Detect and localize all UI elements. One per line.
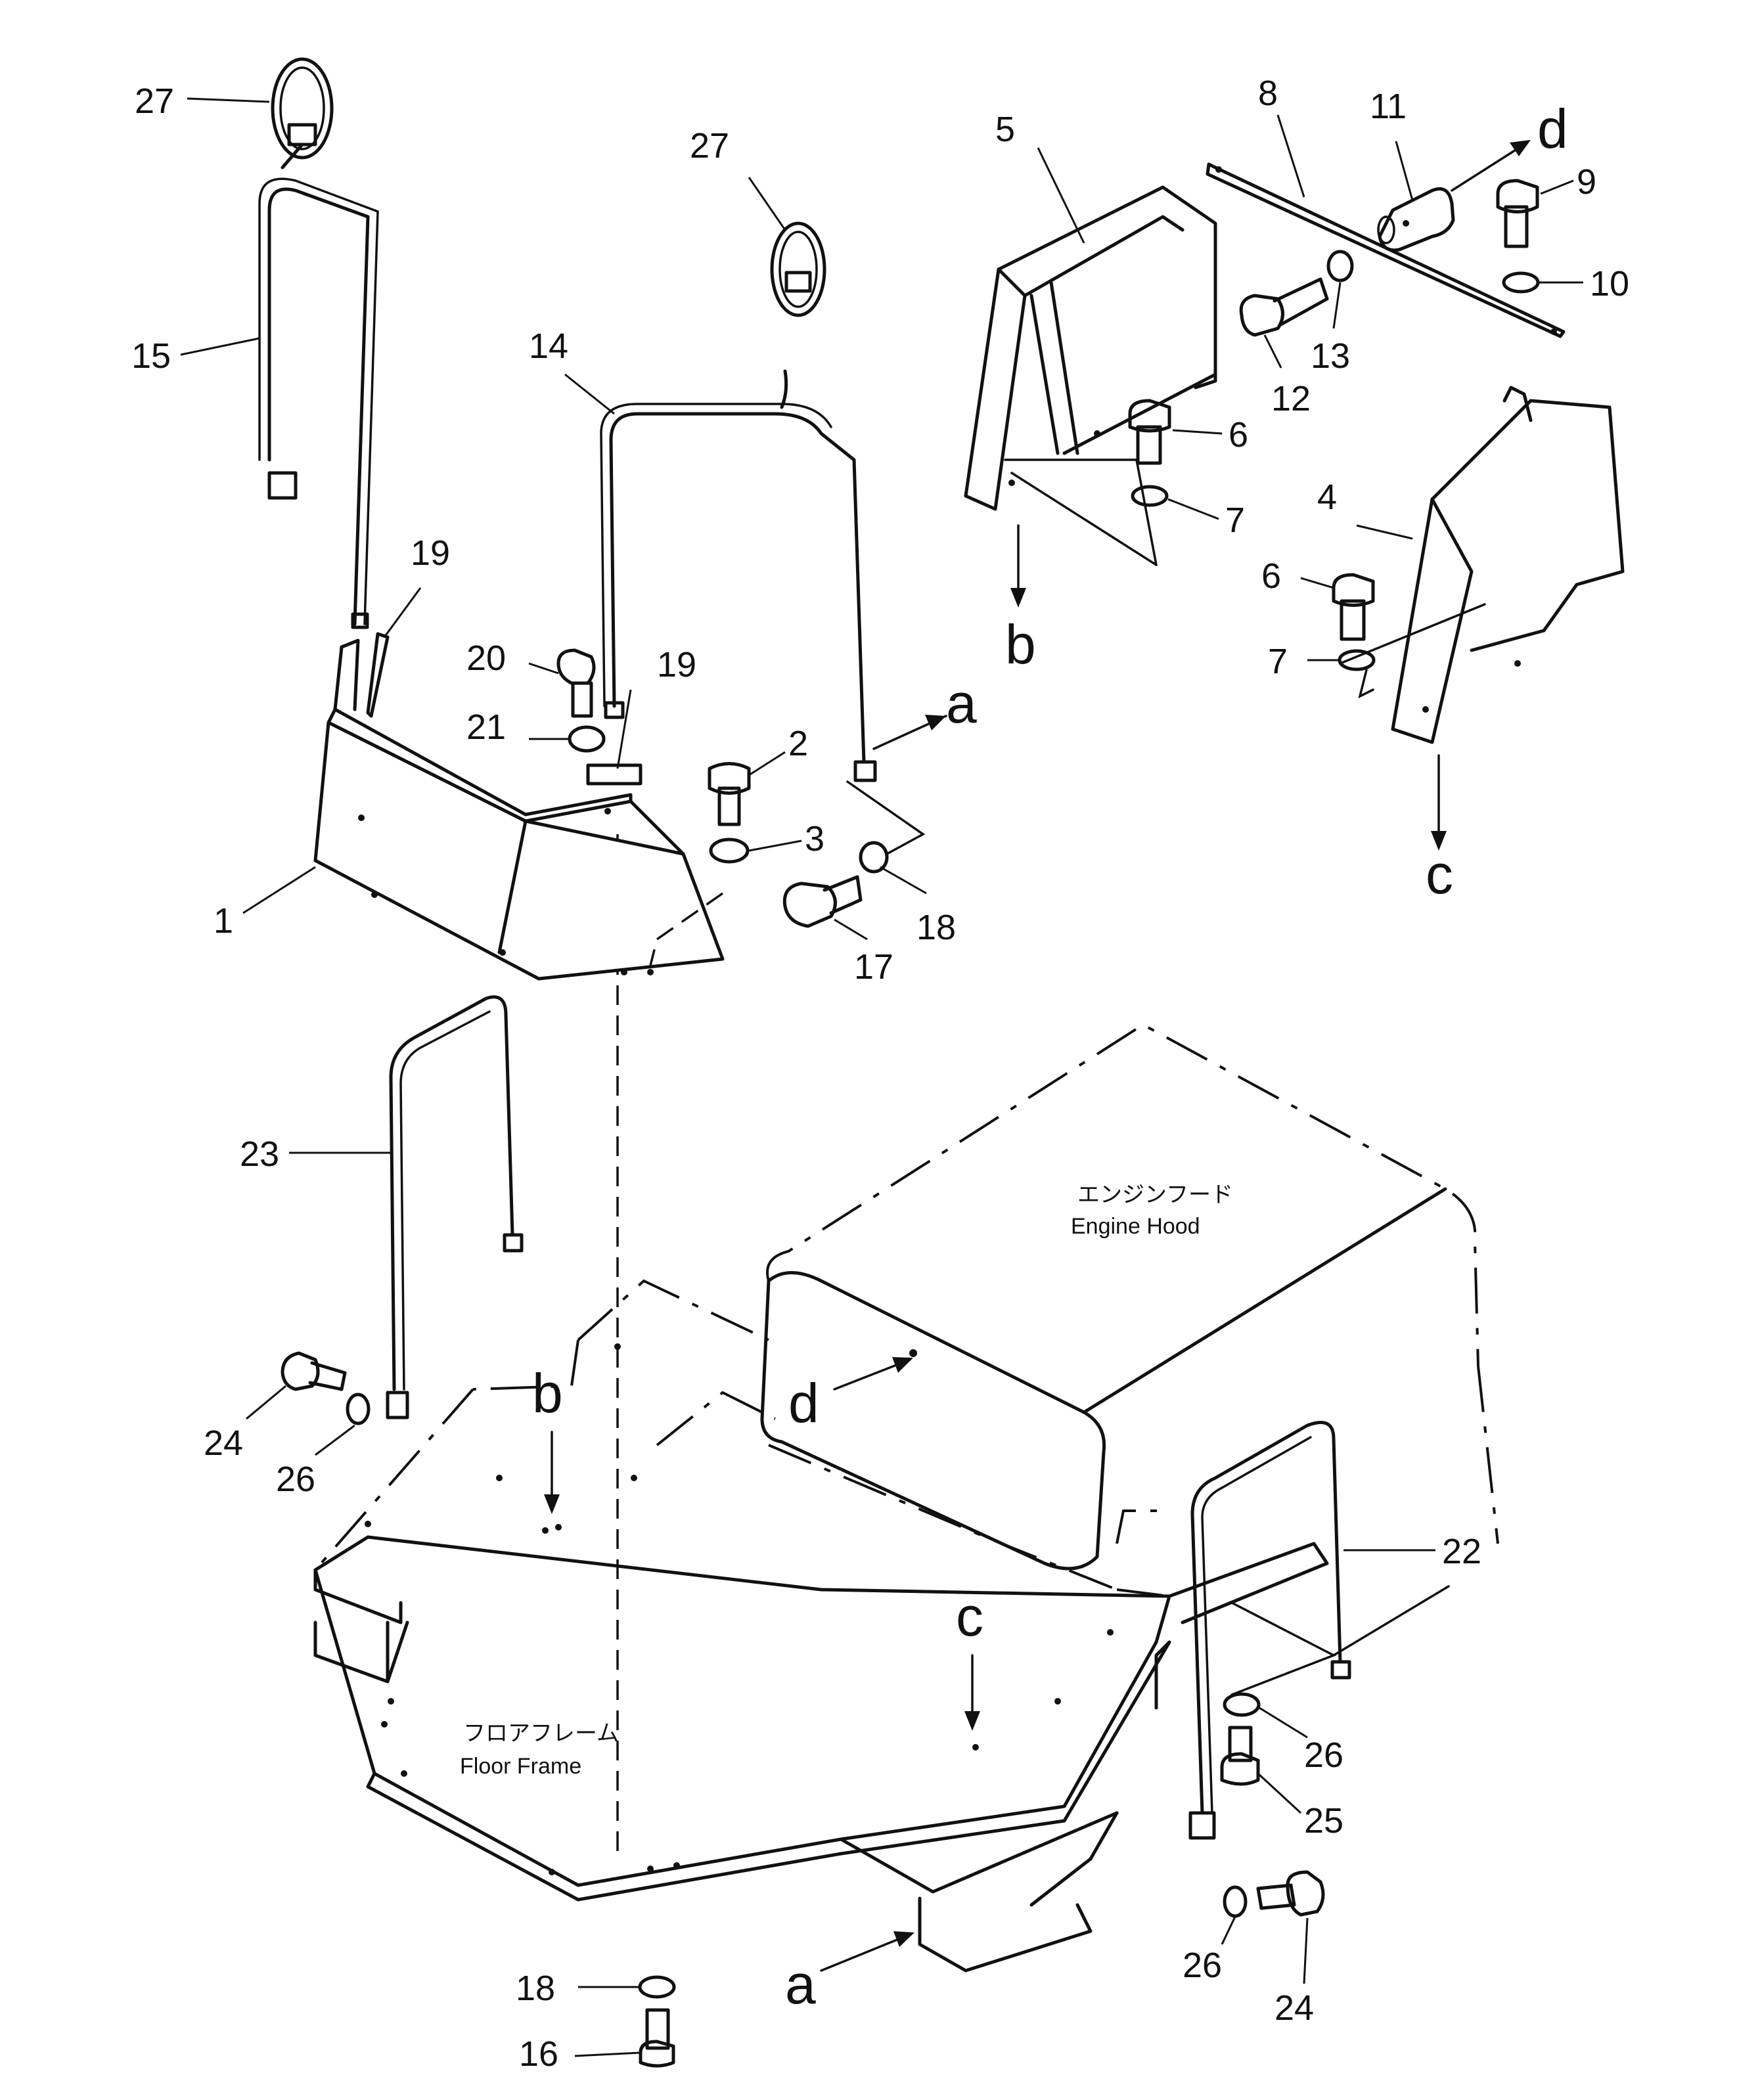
ref-c-top: c <box>1426 843 1453 905</box>
callout-8: 8 <box>1258 74 1278 113</box>
callout-labels: 27 27 15 14 19 19 20 21 1 2 3 17 18 5 8 … <box>131 74 1629 2074</box>
callout-22: 22 <box>1442 1532 1481 1571</box>
washer-26-right <box>1223 1885 1248 1918</box>
callout-18-bottom: 18 <box>516 1969 555 2008</box>
handrail-23 <box>386 995 524 1419</box>
callout-24-left: 24 <box>204 1423 243 1463</box>
ref-b-bottom: b <box>532 1362 563 1424</box>
callout-17: 17 <box>854 947 893 987</box>
assembly-lines <box>846 603 1486 1696</box>
washer-26-left <box>346 1393 371 1425</box>
washer-13 <box>1326 250 1354 282</box>
reference-letters: a b c d b d c a <box>532 98 1568 2015</box>
bolt-9 <box>1496 179 1539 248</box>
bolt-24-left <box>281 1351 347 1391</box>
plate-19-upper <box>366 632 390 718</box>
component-labels: エンジンフード Engine Hood フロアフレーム Floor Frame <box>460 1182 1233 1779</box>
callout-26-right: 26 <box>1183 1946 1222 1985</box>
floor-frame-hidden-lines <box>314 834 1499 1859</box>
ref-a-bottom: a <box>785 1954 816 2015</box>
callout-23: 23 <box>240 1134 279 1174</box>
callout-25: 25 <box>1304 1801 1343 1841</box>
callout-27-left: 27 <box>135 81 174 121</box>
callout-10: 10 <box>1590 264 1629 303</box>
ref-b-top: b <box>1005 614 1036 675</box>
callout-21: 21 <box>466 707 506 747</box>
bolt-16 <box>639 2008 675 2068</box>
callout-27-right: 27 <box>690 126 729 166</box>
callout-6-right: 6 <box>1261 556 1281 596</box>
washer-3 <box>709 838 750 864</box>
washer-18-bottom <box>638 1975 676 1999</box>
ref-d-top: d <box>1537 98 1568 160</box>
mirror-left <box>271 57 334 169</box>
callout-19-lower: 19 <box>657 645 696 684</box>
engine-hood <box>760 1023 1479 1571</box>
callout-4: 4 <box>1317 478 1337 517</box>
mirror-right <box>770 221 826 409</box>
bolt-17 <box>782 875 863 928</box>
callout-9: 9 <box>1577 162 1596 202</box>
callout-26-mid: 26 <box>1304 1735 1343 1775</box>
bolt-2 <box>708 762 751 826</box>
part-1-cover <box>313 638 725 981</box>
plate-19 <box>586 763 643 786</box>
engine-hood-label-jp: エンジンフード <box>1077 1182 1233 1207</box>
callout-13: 13 <box>1311 336 1350 376</box>
handrail-14 <box>600 403 877 782</box>
callout-7-right: 7 <box>1268 642 1288 681</box>
floor-frame-label-en: Floor Frame <box>460 1754 581 1779</box>
engine-hood-label-en: Engine Hood <box>1071 1214 1200 1239</box>
callout-15: 15 <box>131 336 171 376</box>
ref-a-top: a <box>946 673 977 734</box>
washer-7-left <box>1131 485 1169 507</box>
callout-6-left: 6 <box>1229 415 1248 455</box>
part-4-bracket <box>1391 386 1625 744</box>
callout-24-right: 24 <box>1275 1988 1314 2028</box>
callout-2: 2 <box>788 724 808 763</box>
callout-14: 14 <box>529 326 568 366</box>
bolt-6-left <box>1128 399 1171 465</box>
part-11-spacer <box>1377 187 1455 252</box>
part-5-bracket <box>964 185 1217 566</box>
bolt-12 <box>1239 277 1329 337</box>
bolt-20 <box>556 648 596 718</box>
callout-11: 11 <box>1370 87 1407 126</box>
bolt-25 <box>1220 1726 1260 1786</box>
arrows <box>544 140 1531 1972</box>
floor-frame <box>313 1343 1329 1973</box>
callout-12: 12 <box>1271 379 1311 418</box>
callout-19-upper: 19 <box>411 533 450 573</box>
washer-18-top <box>859 841 889 874</box>
washer-7-right <box>1338 649 1376 671</box>
callout-3: 3 <box>805 819 824 859</box>
callout-18-top: 18 <box>916 908 956 947</box>
callout-7-left: 7 <box>1225 501 1245 540</box>
callout-26-left: 26 <box>276 1460 315 1499</box>
callout-1: 1 <box>214 901 233 941</box>
callout-5: 5 <box>995 110 1015 149</box>
bolt-24-right <box>1256 1870 1325 1917</box>
leader-lines <box>180 97 1583 2057</box>
ref-d-bottom: d <box>788 1372 819 1434</box>
callout-20: 20 <box>466 638 506 678</box>
part-8-strip <box>1206 162 1566 338</box>
handrail-15 <box>258 177 379 629</box>
ref-c-bottom: c <box>956 1586 983 1647</box>
callout-16: 16 <box>519 2034 558 2074</box>
washer-26-mid <box>1223 1692 1261 1717</box>
floor-frame-label-jp: フロアフレーム <box>463 1721 619 1746</box>
bolt-6-right <box>1332 573 1375 641</box>
washer-10 <box>1502 271 1540 294</box>
handrail-22 <box>1188 1421 1351 1840</box>
washer-21 <box>568 725 606 753</box>
